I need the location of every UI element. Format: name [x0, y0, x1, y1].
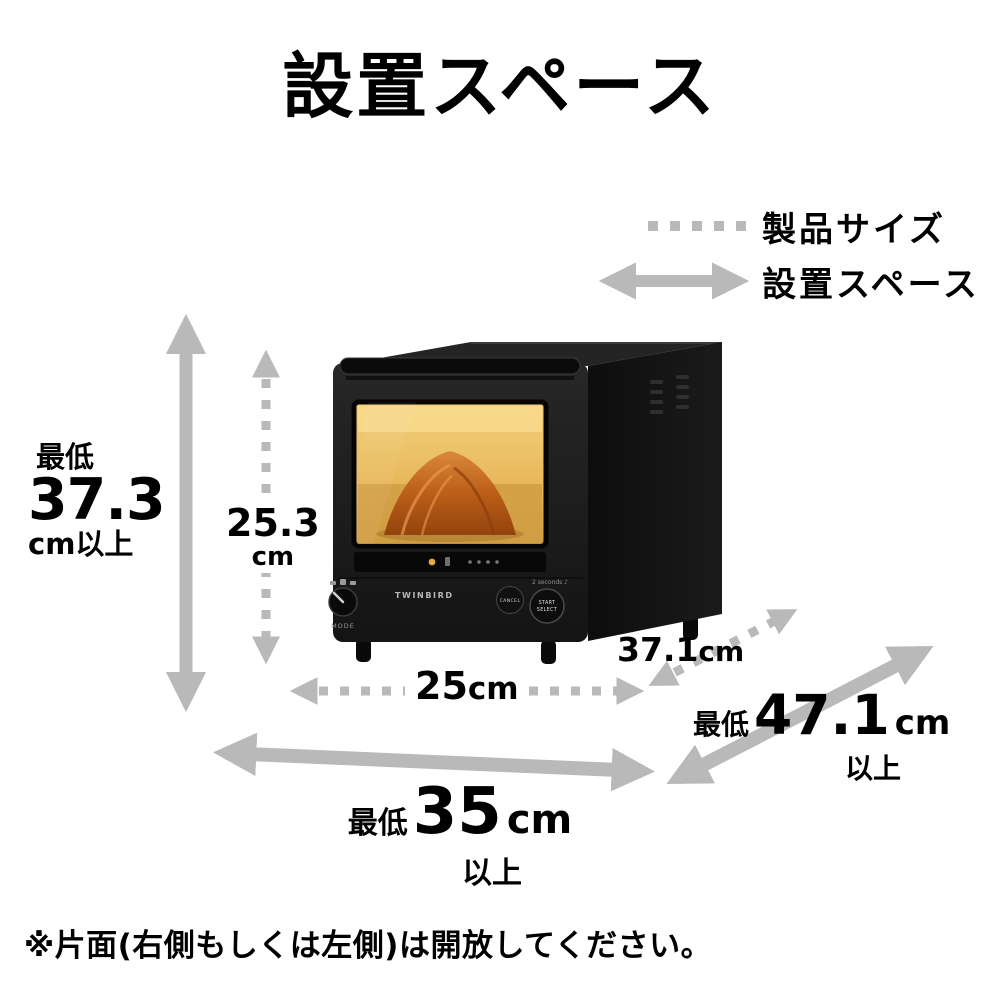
height-space-suffix: cm以上 — [28, 527, 134, 562]
oven-door-handle — [339, 357, 581, 375]
mode-label: MODE — [331, 622, 355, 630]
product-depth-unit: cm — [698, 635, 745, 668]
depth-space-min: 最低 — [693, 708, 750, 741]
width-space-unit: cm — [506, 797, 573, 843]
product-width-label: 25cm — [405, 664, 529, 708]
product-height-value: 25.3 — [226, 501, 320, 545]
cancel-button — [495, 585, 525, 615]
product-height-label: 25.3 cm — [220, 501, 326, 574]
toaster-side-face — [588, 342, 722, 641]
depth-space-suffix: 以上 — [845, 752, 902, 785]
legend-install-space-label: 設置スペース — [762, 265, 980, 305]
start-select-button — [529, 588, 565, 624]
width-space-line1: 最低 35 cm — [310, 780, 610, 844]
hold-hint: 2 seconds ♪ — [532, 579, 568, 586]
start-label: START — [539, 600, 556, 606]
heat-indicator-icon — [428, 558, 436, 566]
toaster-foot — [356, 638, 371, 662]
width-space-value: 35 — [412, 775, 502, 849]
timer-icon — [445, 557, 450, 566]
cancel-label: CANCEL — [500, 598, 521, 604]
product-depth-value: 37.1 — [617, 630, 699, 669]
handle-shadow — [346, 376, 574, 380]
indicator-dots-icon — [468, 560, 499, 564]
page-title: 設置スペース — [282, 45, 718, 128]
side-vents-icon — [650, 375, 689, 414]
depth-space-arrow — [666, 645, 934, 785]
glass-reflection — [356, 402, 416, 544]
toaster-image: MODE TWINBIRD 2 seconds ♪ CANCEL START S… — [328, 342, 722, 664]
height-space-min: 最低 — [36, 440, 95, 474]
select-label: SELECT — [537, 607, 557, 613]
depth-space-label: 最低 47.1 cm 以上 — [693, 688, 950, 787]
croissant-ridges — [400, 463, 496, 536]
depth-space-value: 47.1 — [754, 683, 890, 747]
width-space-label: 最低 35 cm 以上 — [310, 780, 610, 892]
toaster-foot — [541, 640, 556, 664]
product-width-value: 25 — [415, 664, 468, 708]
height-space-label: 最低 37.3 cm以上 — [28, 440, 166, 562]
oven-window — [351, 399, 549, 549]
depth-space-unit: cm — [894, 703, 951, 743]
width-space-arrow — [212, 732, 656, 792]
width-space-min: 最低 — [347, 806, 408, 841]
footnote: ※片面(右側もしくは左側)は開放してください。 — [24, 928, 713, 964]
product-depth-label: 37.1cm — [617, 630, 744, 669]
height-space-value: 37.3 — [28, 467, 166, 534]
width-space-suffix: 以上 — [462, 856, 522, 891]
product-width-unit: cm — [467, 671, 519, 707]
knob-pointer-icon — [332, 591, 345, 604]
croissant — [384, 451, 516, 535]
brand-logo: TWINBIRD — [395, 591, 454, 600]
legend-product-size-label: 製品サイズ — [762, 210, 946, 250]
product-height-unit: cm — [251, 541, 295, 572]
depth-space-line1: 最低 47.1 cm — [693, 683, 951, 747]
mode-setting-icons — [330, 579, 356, 585]
